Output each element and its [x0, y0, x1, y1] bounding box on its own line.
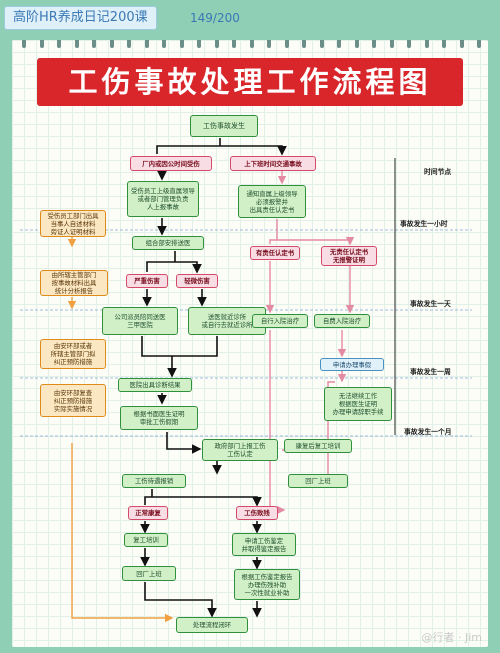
binder-ring [214, 40, 219, 48]
binder-ring [109, 40, 114, 48]
node-normal-recovery: 正常康复 [128, 506, 168, 520]
node-no-liability: 无责任认定书 无报警证明 [321, 246, 377, 266]
binder-ring [249, 40, 254, 48]
node-report-leader: 受伤员工上级直属领导 或者部门管理负责 人上报事故 [127, 181, 199, 217]
binder-ring [127, 40, 131, 48]
node-recheck: 由安环部复查 纠正预防措施 实际实施情况 [40, 384, 106, 417]
node-injury-identify: 政府部门上报工伤 工伤认定 [202, 439, 278, 461]
node-statement: 受伤员工部门出具 当事人自述材料 旁证人证明材料 [40, 210, 106, 237]
binder-ring [267, 40, 271, 48]
binder-ring [162, 40, 166, 48]
node-disability: 工伤致残 [236, 506, 278, 520]
node-self-pay: 自费入院治疗 [314, 314, 370, 328]
series-tag: 高阶HR养成日记200课 [4, 6, 157, 30]
page-title: 工伤事故处理工作流程图 [68, 65, 432, 99]
binder-ring [179, 40, 184, 48]
binder-ring [302, 40, 306, 48]
node-compensation: 根据工伤鉴定报告 办理伤残补助 一次性就业补助 [234, 569, 300, 600]
node-branch-onsite: 厂内或因公时间受伤 [130, 156, 212, 171]
binder-ring [197, 40, 201, 48]
node-clinic: 送医就近诊所 或自行去就近诊所 [188, 307, 266, 335]
node-reimburse: 工伤待遇报销 [122, 474, 186, 488]
binder-ring [39, 40, 44, 48]
node-start: 工伤事故发生 [190, 115, 258, 137]
lesson-count: 149/200 [190, 11, 240, 25]
watermark: @行者 · Jim [421, 631, 482, 644]
time-node-month: 事故发生一个月 [404, 428, 452, 436]
time-node-hour: 事故发生一小时 [400, 220, 448, 228]
node-leave-apply: 申请办理事假 [320, 358, 384, 371]
node-report-police: 通知直属上级领导 必须报警并 出具责任认定书 [238, 185, 306, 218]
binder-ring [442, 40, 446, 48]
node-analysis-report: 由所辖主管部门 按事故材料出具 统计分析报告 [40, 270, 108, 296]
node-appraisal: 申请工伤鉴定 并取得鉴定报告 [232, 533, 296, 556]
time-node-week: 事故发生一周 [410, 368, 451, 376]
node-leave-approve: 根据书面医生证明 审批工伤假期 [120, 406, 198, 430]
binder-ring [354, 40, 359, 48]
time-node-day: 事故发生一天 [410, 300, 451, 308]
binder-ring [459, 40, 464, 48]
node-send-hospital: 组合部安排送医 [132, 236, 204, 250]
node-self-admit: 自行入院治疗 [252, 314, 308, 328]
time-node-header: 时间节点 [424, 168, 452, 176]
node-corrective: 由安环部或者 所辖主管部门拟 纠正预防措施 [40, 339, 106, 369]
node-recovery-training: 康复后复工培训 [284, 439, 352, 453]
node-severe-injury: 严重伤害 [126, 274, 168, 288]
node-return-work-a: 回厂上班 [288, 474, 348, 488]
node-end: 处理流程闭环 [176, 617, 248, 633]
binder-ring [92, 40, 96, 48]
binder-ring [57, 40, 61, 48]
binder-ring [144, 40, 149, 48]
binder-ring [232, 40, 236, 48]
binder-ring [372, 40, 376, 48]
node-branch-commute: 上下班时间交通事故 [230, 156, 316, 171]
binder-ring [284, 40, 289, 48]
binder-ring [424, 40, 429, 48]
binder-rings [12, 40, 488, 50]
node-return-work-b: 回厂上班 [122, 566, 176, 581]
binder-ring [407, 40, 411, 48]
node-resign: 无法继续工作 根据医生证明 办理申请辞职手续 [324, 387, 392, 421]
binder-ring [319, 40, 324, 48]
node-liability-cert: 有责任认定书 [250, 246, 300, 260]
binder-ring [22, 40, 26, 48]
node-return-training: 复工培训 [124, 533, 168, 547]
binder-ring [337, 40, 341, 48]
binder-ring [477, 40, 481, 48]
title-banner: 工伤事故处理工作流程图 [37, 58, 463, 106]
binder-ring [389, 40, 394, 48]
node-diagnosis: 医院出具诊断结果 [118, 378, 192, 392]
paper-sheet: 工伤事故处理工作流程图 [12, 40, 488, 647]
node-minor-injury: 轻微伤害 [176, 274, 218, 288]
binder-ring [74, 40, 79, 48]
node-hospital-escort: 公司派员陪同送医 三甲医院 [102, 307, 178, 335]
